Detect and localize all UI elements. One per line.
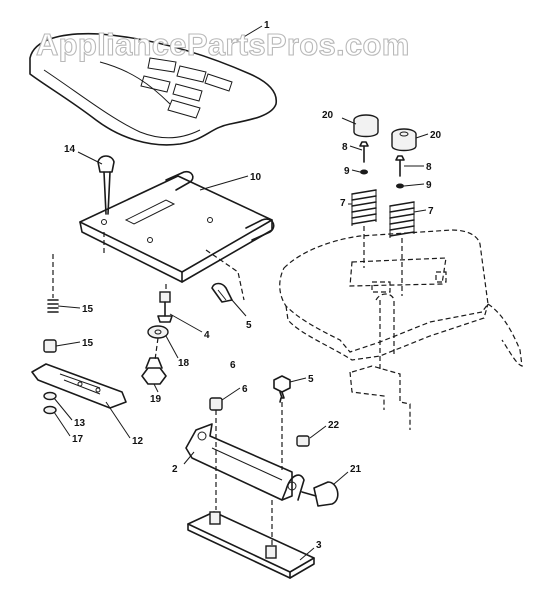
- compression-spring-right[interactable]: [389, 201, 415, 296]
- bolt-8-left[interactable]: [359, 141, 369, 163]
- callout-8-left: 8: [342, 142, 348, 153]
- clip-upper[interactable]: [211, 282, 233, 303]
- callout-19: 19: [150, 394, 162, 405]
- callout-6-left: 6: [242, 384, 248, 395]
- callout-7-left: 7: [340, 198, 346, 209]
- fender-housing[interactable]: [279, 229, 523, 430]
- seat[interactable]: [29, 32, 277, 146]
- base-plate[interactable]: [187, 511, 315, 579]
- callout-8-right: 8: [426, 162, 432, 173]
- seat-mounting-plate[interactable]: [79, 170, 275, 301]
- callout-20-left: 20: [322, 110, 334, 121]
- callout-9-right: 9: [426, 180, 432, 191]
- spring-cap-left[interactable]: [353, 114, 379, 138]
- pivot-bracket[interactable]: [185, 423, 305, 501]
- nut-9-right[interactable]: [396, 183, 404, 189]
- bushing-6-left[interactable]: [209, 397, 223, 411]
- callout-1: 1: [264, 20, 270, 31]
- callout-labels: 1 2 3 4 5 5 6 7 7 8 8 9 9 10 12 13 14 15…: [64, 20, 442, 551]
- callout-4: 4: [204, 330, 210, 341]
- callout-15-lower: 15: [82, 338, 94, 349]
- callout-5-lower: 5: [308, 374, 314, 385]
- callout-6-right: 6: [230, 360, 236, 371]
- slide-rail[interactable]: [31, 363, 127, 409]
- callout-13: 13: [74, 418, 86, 429]
- nut-17[interactable]: [43, 405, 57, 415]
- bushing-lower[interactable]: [43, 339, 57, 353]
- callout-15-upper: 15: [82, 304, 94, 315]
- nut-9-left[interactable]: [360, 169, 368, 175]
- spring-clip[interactable]: [141, 357, 167, 385]
- callout-14: 14: [64, 144, 76, 155]
- bolt-8-right[interactable]: [395, 155, 405, 177]
- callout-2: 2: [172, 464, 178, 475]
- adjustment-knob[interactable]: [97, 155, 115, 215]
- spring-small-upper[interactable]: [47, 254, 59, 313]
- flat-washer[interactable]: [147, 325, 169, 339]
- bolt-5-lower[interactable]: [273, 375, 291, 403]
- callout-7-right: 7: [428, 206, 434, 217]
- callout-17: 17: [72, 434, 84, 445]
- adjusting-knob-21[interactable]: [301, 481, 339, 507]
- callout-22: 22: [328, 420, 340, 431]
- callout-20-right: 20: [430, 130, 442, 141]
- callout-5-upper: 5: [246, 320, 252, 331]
- callout-9-left: 9: [344, 166, 350, 177]
- bushing-6-right[interactable]: [296, 435, 310, 447]
- washer-13[interactable]: [43, 391, 57, 401]
- compression-spring-left[interactable]: [351, 189, 377, 268]
- shoulder-bolt[interactable]: [157, 291, 173, 323]
- spring-cap-right[interactable]: [391, 128, 417, 152]
- callout-12: 12: [132, 436, 144, 447]
- callout-10: 10: [250, 172, 262, 183]
- watermark: AppliancePartsPros.com: [36, 27, 410, 62]
- callout-18: 18: [178, 358, 190, 369]
- callout-3: 3: [316, 540, 322, 551]
- callout-21: 21: [350, 464, 362, 475]
- leader-lines: [53, 25, 429, 561]
